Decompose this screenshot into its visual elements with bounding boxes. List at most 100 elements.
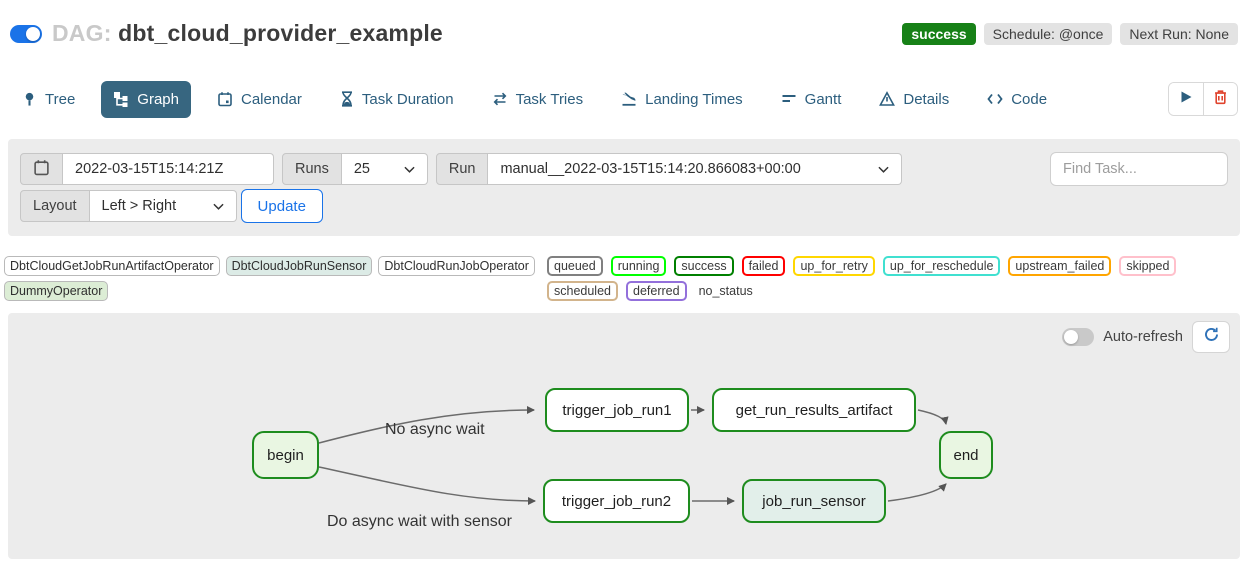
find-task-input[interactable]	[1050, 152, 1228, 186]
run-label: Run	[435, 153, 489, 185]
layout-group: Layout Left > Right	[20, 190, 237, 222]
toggle-knob	[26, 26, 40, 41]
task-node-end[interactable]: end	[939, 431, 993, 479]
tab-label: Details	[903, 90, 950, 108]
operator-badge: DummyOperator	[4, 281, 109, 301]
status-legend-item[interactable]: scheduled	[547, 281, 618, 301]
tab-label: Task Duration	[361, 90, 454, 108]
delete-dag-button[interactable]	[1203, 83, 1237, 115]
runs-select[interactable]: 25	[341, 153, 428, 185]
tab-label: Code	[1011, 90, 1048, 108]
chevron-down-icon	[878, 161, 890, 177]
status-legend-item[interactable]: no_status	[698, 284, 753, 298]
tab-label: Tree	[45, 90, 76, 108]
run-select[interactable]: manual__2022-03-15T15:14:20.866083+00:00	[488, 153, 903, 185]
runs-value: 25	[353, 161, 370, 177]
operator-badge: DbtCloudJobRunSensor	[225, 256, 373, 276]
repeat-icon	[492, 91, 508, 107]
status-legend-item[interactable]: skipped	[1119, 256, 1177, 276]
dag-header: DAG: dbt_cloud_provider_example success …	[0, 0, 1248, 47]
hourglass-icon	[340, 91, 354, 107]
dag-pause-toggle[interactable]	[10, 24, 42, 43]
dag-prefix: DAG:	[52, 20, 112, 46]
operator-badge: DbtCloudRunJobOperator	[378, 256, 535, 276]
operator-legend: DbtCloudGetJobRunArtifactOperator DbtClo…	[2, 256, 547, 301]
task-node-job-run-sensor[interactable]: job_run_sensor	[742, 479, 886, 523]
auto-refresh-toggle[interactable]	[1062, 328, 1095, 346]
status-badge: success	[902, 22, 976, 45]
status-legend-item[interactable]: deferred	[626, 281, 687, 301]
chevron-down-icon	[212, 198, 224, 214]
tab-graph[interactable]: Graph	[101, 80, 191, 118]
task-node-trigger-job-run2[interactable]: trigger_job_run2	[543, 479, 690, 523]
runs-label: Runs	[282, 153, 342, 185]
triangle-icon	[879, 91, 896, 107]
next-run-badge: Next Run: None	[1120, 22, 1238, 45]
plane-landing-icon	[621, 91, 637, 107]
tab-code[interactable]: Code	[975, 81, 1059, 118]
status-legend-item[interactable]: queued	[547, 256, 603, 276]
legend: DbtCloudGetJobRunArtifactOperator DbtClo…	[2, 256, 1246, 301]
tab-tree[interactable]: Tree	[10, 81, 87, 118]
task-node-begin[interactable]: begin	[252, 431, 319, 479]
tab-task-duration[interactable]: Task Duration	[328, 81, 466, 118]
task-node-get-run-results-artifact[interactable]: get_run_results_artifact	[712, 388, 916, 432]
status-legend-item[interactable]: running	[610, 256, 667, 276]
task-node-trigger-job-run1[interactable]: trigger_job_run1	[545, 388, 689, 432]
schedule-badge: Schedule: @once	[983, 22, 1113, 45]
dag-graph-panel: Auto-refresh begin trigger_job_run1 get_…	[8, 313, 1240, 559]
run-value: manual__2022-03-15T15:14:20.866083+00:00	[500, 161, 801, 177]
base-date-input[interactable]	[63, 153, 274, 185]
status-legend-item[interactable]: success	[674, 256, 734, 276]
filter-row-1: Runs 25 Run manual__2022-03-15T15:14:20.…	[20, 152, 1228, 186]
tab-task-tries[interactable]: Task Tries	[480, 81, 596, 118]
filter-row-2: Layout Left > Right Update	[20, 189, 1228, 223]
refresh-controls: Auto-refresh	[1062, 321, 1230, 353]
edge-begin-run1	[318, 406, 535, 444]
toggle-knob	[1064, 330, 1079, 344]
tab-label: Gantt	[804, 90, 842, 108]
filter-panel: Runs 25 Run manual__2022-03-15T15:14:20.…	[8, 139, 1240, 236]
status-legend-item[interactable]: up_for_retry	[793, 256, 875, 276]
trash-icon	[1213, 89, 1228, 110]
tab-calendar[interactable]: Calendar	[205, 81, 314, 118]
play-icon	[1180, 90, 1193, 109]
graph-icon	[113, 91, 129, 107]
tab-label: Task Tries	[515, 90, 584, 108]
dag-edges	[318, 406, 949, 505]
layout-select[interactable]: Left > Right	[89, 190, 237, 222]
base-date-group	[20, 153, 274, 185]
status-legend-item[interactable]: up_for_reschedule	[882, 256, 1001, 276]
trigger-dag-button[interactable]	[1169, 83, 1203, 115]
gantt-icon	[781, 91, 797, 107]
auto-refresh-label: Auto-refresh	[1103, 329, 1183, 345]
refresh-button[interactable]	[1192, 321, 1230, 353]
operator-badge: DbtCloudGetJobRunArtifactOperator	[4, 256, 220, 276]
chevron-down-icon	[404, 161, 415, 177]
calendar-addon	[20, 153, 63, 185]
dag-name: dbt_cloud_provider_example	[118, 20, 443, 46]
calendar-icon	[217, 91, 233, 107]
edge-label-no-async-wait: No async wait	[385, 421, 485, 438]
refresh-icon	[1203, 326, 1220, 348]
view-tabbar: Tree Graph Calendar Task Duration Task T…	[10, 77, 1238, 121]
tab-label: Graph	[137, 90, 179, 108]
status-legend: queued running success failed up_for_ret…	[547, 256, 1246, 301]
page-title: DAG: dbt_cloud_provider_example	[52, 20, 443, 47]
edge-label-do-async-wait: Do async wait with sensor	[327, 513, 512, 530]
header-badges: success Schedule: @once Next Run: None	[902, 22, 1238, 45]
dag-action-buttons	[1168, 82, 1238, 116]
status-legend-item[interactable]: upstream_failed	[1008, 256, 1112, 276]
tab-landing-times[interactable]: Landing Times	[609, 81, 755, 118]
edge-begin-run2	[318, 466, 536, 505]
tab-label: Calendar	[241, 90, 302, 108]
layout-value: Left > Right	[101, 198, 177, 214]
edge-sensor-end	[887, 483, 947, 502]
update-button[interactable]: Update	[240, 189, 323, 223]
edge-artifact-end	[917, 409, 949, 425]
status-legend-item[interactable]: failed	[741, 256, 786, 276]
tab-details[interactable]: Details	[867, 81, 961, 118]
tab-gantt[interactable]: Gantt	[769, 81, 854, 118]
tab-label: Landing Times	[645, 90, 743, 108]
layout-label: Layout	[20, 190, 90, 222]
